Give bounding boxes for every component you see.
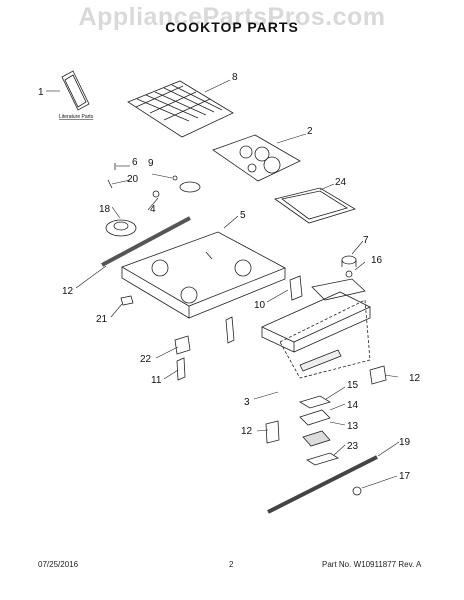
callout-6: 6 [132,157,138,168]
burner-box-part [121,231,286,319]
callout-8: 8 [232,72,238,83]
trim-part [267,455,378,514]
callout-11: 11 [151,375,162,386]
callout-18: 17 [399,471,411,482]
callout-14: 13 [347,421,359,432]
grate-part [127,80,234,138]
callout-7: 7 [363,235,369,246]
knob-part [341,255,357,278]
callout-19: 18 [99,204,111,215]
rod-part [101,216,191,267]
callout-25: 24 [335,177,347,188]
callout-23: 22 [140,354,152,365]
callout-3: 3 [244,397,250,408]
control-panel-part [261,278,371,379]
leader-lines [46,79,400,489]
callout-9: 9 [148,158,154,169]
callout-16: 15 [347,380,359,391]
callout-5: 5 [240,210,246,221]
bracket-parts [120,275,387,444]
callout-2: 2 [307,126,313,137]
callout-17: 16 [371,255,383,266]
footer-date: 07/25/2016 [38,560,79,569]
footer-part-number: Part No. W10911877 Rev. A [322,560,422,569]
callout-10: 10 [254,300,266,311]
griddle-part [274,187,356,224]
burner-parts [105,163,201,237]
literature-label: Literature Parts [59,114,94,120]
page-title: COOKTOP PARTS [165,19,299,35]
callout-24: 23 [347,441,359,452]
callout-22: 21 [96,314,108,325]
literature-booklet: Literature Parts [59,70,94,120]
callout-20: 19 [399,437,411,448]
callout-4: 4 [150,204,156,215]
callout-15: 14 [347,400,359,411]
switch-parts [299,395,339,466]
callout-1: 1 [38,87,44,98]
callout-numbers: 1 8 2 6 9 20 24 18 4 5 7 16 12 10 21 22 … [38,72,421,482]
callout-12b: 12 [241,426,253,437]
watermark: AppliancePartsPros.com [78,3,386,31]
callout-13: 12 [62,286,74,297]
footer-page: 2 [229,560,234,569]
nut-part [352,486,362,496]
callout-21: 20 [127,174,139,185]
callout-12a: 12 [409,373,421,384]
cooktop-top-part [212,134,301,182]
